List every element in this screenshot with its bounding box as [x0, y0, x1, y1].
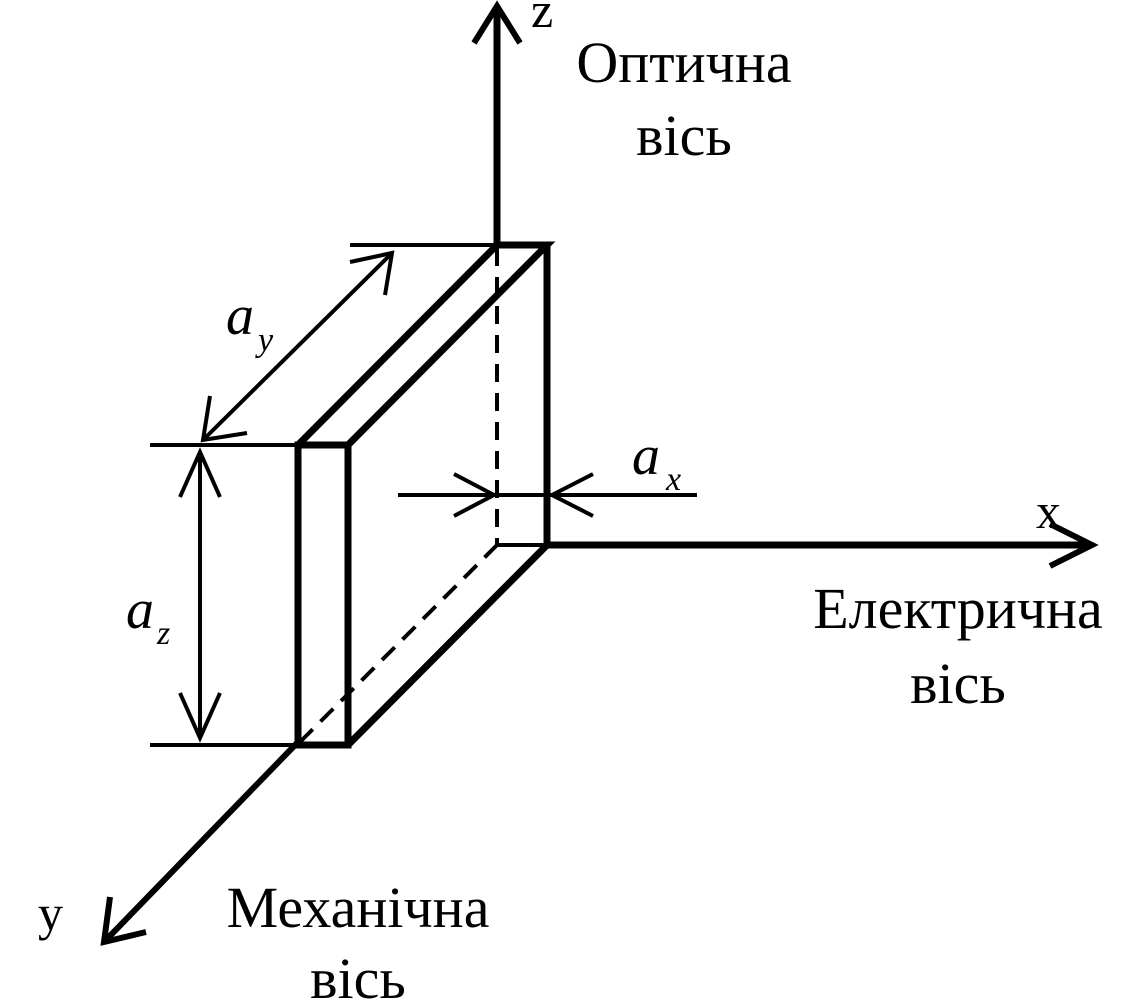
ay-arrowhead-top: [349, 250, 395, 296]
plate-bottom-edge: [345, 542, 550, 748]
x-axis-letter: x: [1036, 483, 1061, 539]
ax-label-symbol: a: [632, 425, 660, 487]
y-axis-name-line1: Механічна: [227, 875, 490, 940]
plate-hidden-bottom-edge: [298, 543, 499, 744]
x-axis: [547, 521, 1099, 569]
dimension-az: [150, 447, 298, 747]
dimension-ax: [398, 472, 697, 518]
ay-label-subscript: y: [255, 322, 274, 359]
ay-dimension-line: [201, 251, 394, 442]
x-axis-name-line2: вісь: [910, 651, 1006, 716]
z-axis-name-line1: Оптична: [576, 30, 791, 95]
z-axis-letter: z: [531, 0, 553, 38]
ax-arrowhead-right: [547, 472, 594, 518]
ax-arrowhead-left: [453, 472, 499, 518]
crystal-plate: [294, 241, 556, 749]
x-axis-name-line1: Електрична: [813, 576, 1103, 641]
y-axis: [100, 739, 301, 946]
ay-label-symbol: a: [226, 285, 254, 347]
ax-label-subscript: x: [665, 461, 681, 498]
ay-arrowhead-bottom: [200, 395, 248, 443]
az-arrowhead-top: [178, 447, 222, 498]
az-label-symbol: a: [126, 579, 154, 641]
y-axis-line: [103, 739, 301, 943]
plate-front-face: [294, 441, 352, 749]
z-axis-arrowhead: [471, 0, 523, 45]
az-arrowhead-bottom: [178, 692, 222, 743]
y-axis-arrowhead: [100, 896, 147, 946]
y-axis-name-line2: вісь: [310, 946, 406, 1005]
plate-top-face: [295, 241, 556, 448]
dimension-ay: [150, 243, 497, 447]
y-axis-letter: y: [38, 885, 63, 941]
x-axis-arrowhead: [1048, 521, 1099, 569]
z-axis: [471, 0, 523, 245]
z-axis-name-line2: вісь: [636, 103, 732, 168]
az-label-subscript: z: [156, 615, 170, 652]
